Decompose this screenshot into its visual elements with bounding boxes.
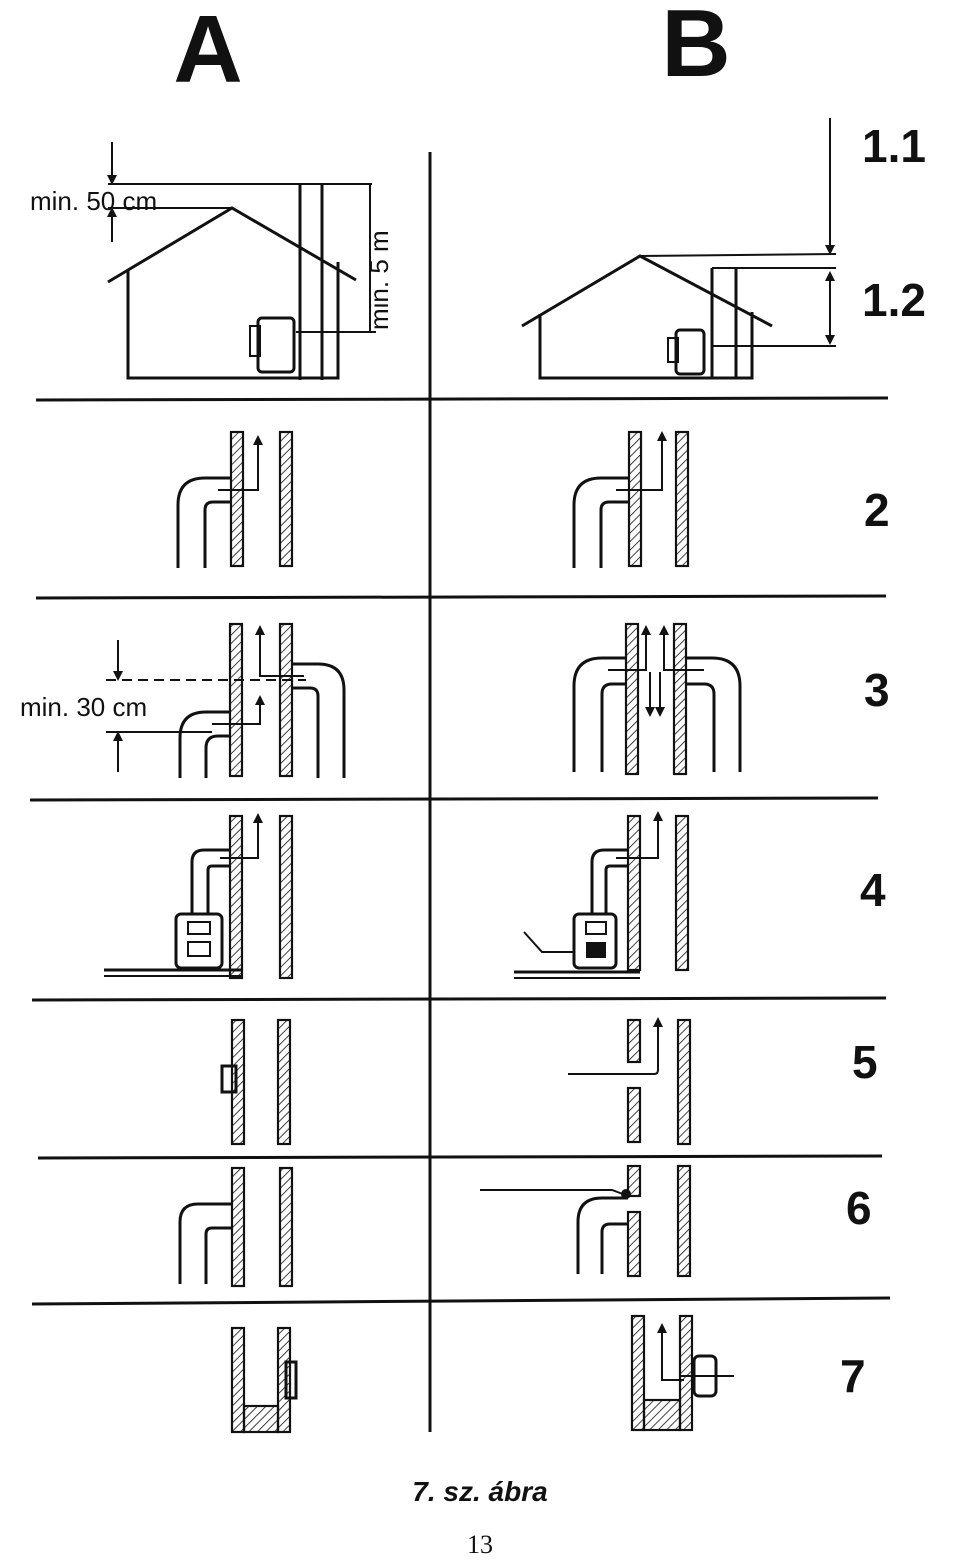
boiler-connection-a-4 xyxy=(104,813,294,980)
column-header-b: B xyxy=(661,0,730,97)
flue-connection-a-3 xyxy=(106,622,346,778)
flue-connection-a-6 xyxy=(178,1166,294,1288)
dimension-min-50cm: min. 50 cm xyxy=(30,186,157,216)
house-b xyxy=(521,118,837,380)
figure-caption: 7. sz. ábra xyxy=(412,1476,548,1507)
house-a xyxy=(107,142,376,380)
flue-opening-b-5 xyxy=(568,1017,692,1146)
row-label-2: 2 xyxy=(864,484,890,536)
boiler-connection-b-4 xyxy=(514,811,690,979)
row-label-4: 4 xyxy=(860,864,886,916)
dimension-min-5m: min. 5 m xyxy=(364,230,394,330)
flue-connection-b-6 xyxy=(480,1164,692,1278)
row-label-1-2: 1.2 xyxy=(862,274,926,326)
row-label-1-1: 1.1 xyxy=(862,120,926,172)
row-label-7: 7 xyxy=(840,1350,866,1402)
row-dividers xyxy=(29,396,891,1306)
dimension-min-30cm: min. 30 cm xyxy=(20,692,147,722)
flue-connection-b-3 xyxy=(572,622,742,776)
chimney-base-a-7 xyxy=(230,1326,298,1434)
row-label-5: 5 xyxy=(852,1036,878,1088)
row-label-6: 6 xyxy=(846,1182,872,1234)
flue-connection-b-2 xyxy=(572,430,690,568)
row-label-3: 3 xyxy=(864,664,890,716)
column-header-a: A xyxy=(173,0,242,103)
page-number: 13 xyxy=(467,1530,493,1559)
chimney-base-b-7 xyxy=(630,1314,734,1432)
flue-connection-a-2 xyxy=(176,430,294,568)
chimney-cleanout-a-5 xyxy=(220,1018,292,1146)
